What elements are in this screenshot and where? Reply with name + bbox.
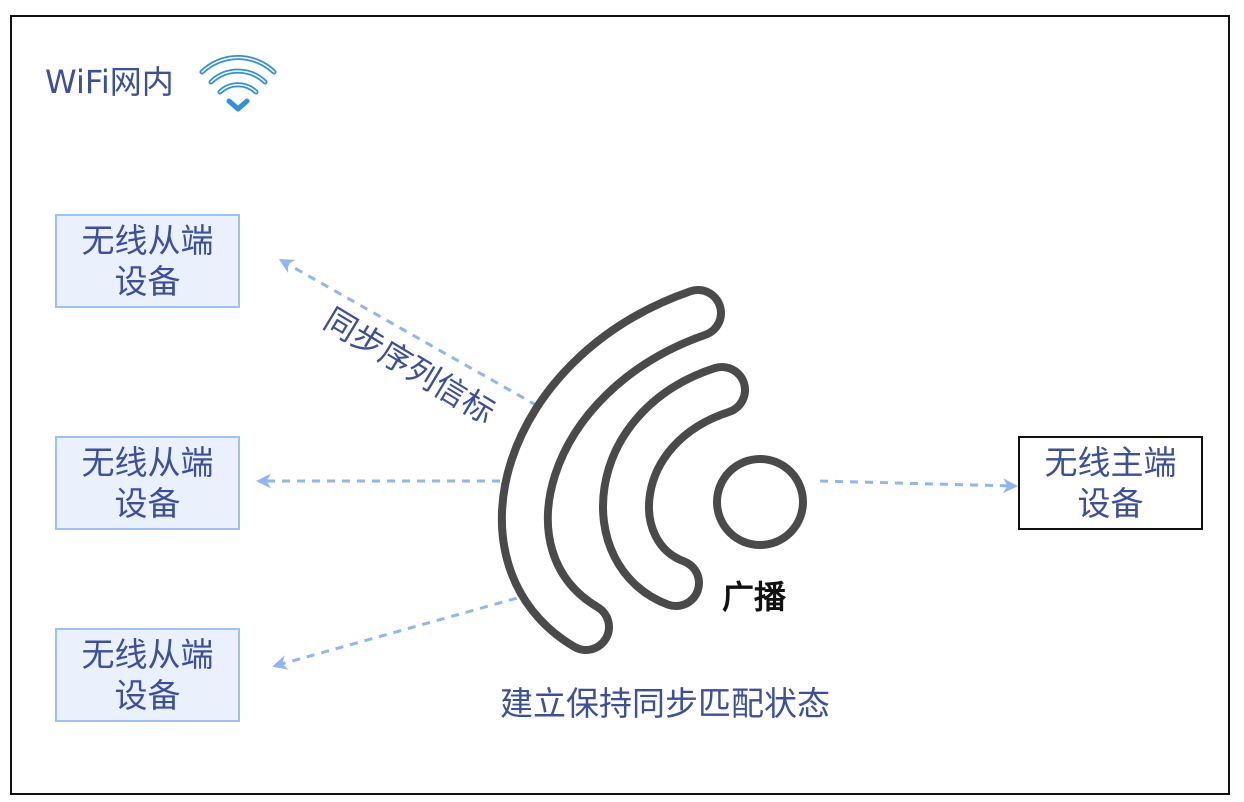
slave-device-label-line1: 无线从端	[81, 635, 214, 674]
slave-device-label-line1: 无线从端	[81, 221, 214, 260]
master-device-label-line1: 无线主端	[1044, 443, 1177, 482]
wifi-network-title: WiFi网内	[45, 63, 174, 101]
slave-device-label-line2: 设备	[114, 262, 181, 301]
beacon-arrow-master	[819, 478, 1018, 494]
master-device-label-line2: 设备	[1077, 484, 1144, 523]
slave-device-top: 无线从端 设备	[55, 214, 240, 308]
broadcast-icon	[497, 286, 807, 654]
slave-device-middle: 无线从端 设备	[55, 436, 240, 530]
slave-device-label-line1: 无线从端	[81, 443, 214, 482]
beacon-arrow-bottom-slave	[272, 584, 561, 670]
beacon-arrows	[256, 259, 1018, 670]
broadcast-label: 广播	[722, 578, 787, 616]
slave-device-label-line2: 设备	[114, 484, 181, 523]
slave-device-label-line2: 设备	[114, 676, 181, 715]
beacon-arrow-top-slave	[278, 259, 551, 415]
wifi-icon	[199, 55, 277, 112]
sync-state-label: 建立保持同步匹配状态	[500, 684, 830, 723]
slave-device-bottom: 无线从端 设备	[55, 628, 240, 722]
master-device: 无线主端 设备	[1018, 436, 1203, 530]
diagram-frame	[10, 15, 1230, 795]
